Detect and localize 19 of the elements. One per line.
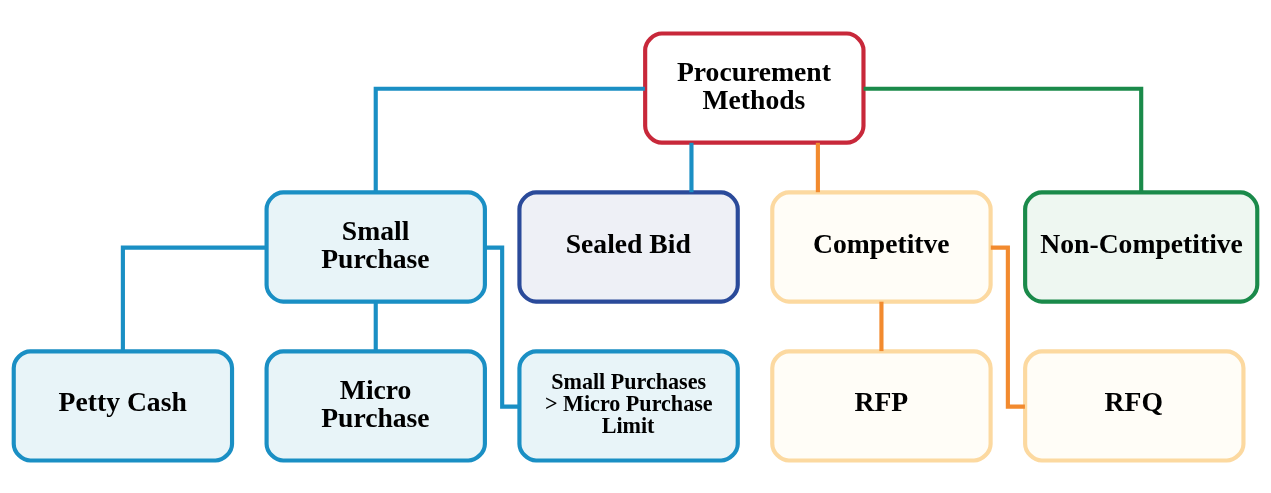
node-box: RFQ — [1023, 348, 1246, 463]
node-box: Non-Competitive — [1023, 189, 1260, 304]
connector — [863, 86, 1144, 192]
connector — [879, 301, 884, 351]
node-box: Competitve — [770, 189, 993, 304]
connector — [485, 245, 520, 409]
connector — [990, 245, 1025, 409]
node-box: RFP — [770, 348, 993, 463]
node-box: Petty Cash — [11, 348, 235, 463]
node-box: Micro Purchase — [264, 348, 487, 463]
node-box: Procurement Methods — [643, 30, 866, 145]
connector — [815, 142, 820, 192]
connector — [689, 142, 694, 192]
connector — [120, 245, 267, 351]
node-box: Small Purchase — [264, 189, 487, 304]
connector — [373, 86, 645, 192]
node-box: Sealed Bid — [517, 189, 740, 304]
node-box: Small Purchases > Micro Purchase Limit — [517, 348, 740, 463]
connector — [373, 301, 378, 351]
